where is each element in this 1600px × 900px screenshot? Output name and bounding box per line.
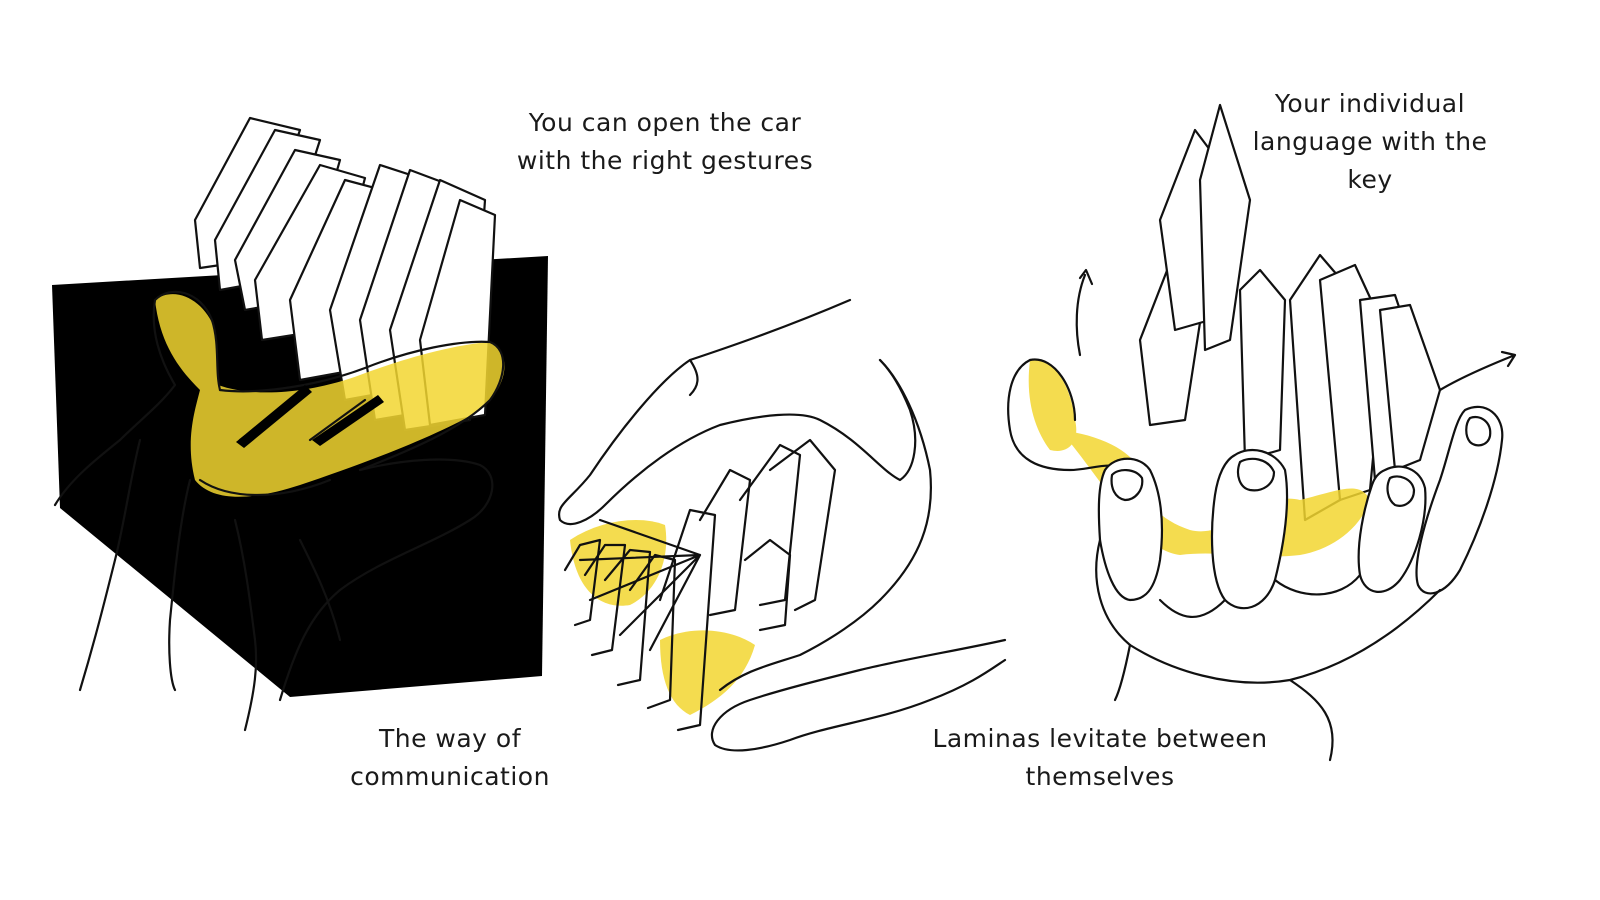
caption-laminas-levitate: Laminas levitate between themselves (920, 720, 1280, 796)
arrow-right-icon (1438, 350, 1517, 392)
caption-way-of-communication: The way of communication (330, 720, 570, 796)
middle-yellow-wash-bottom (660, 630, 755, 715)
caption-laminas-levitate-line-1: Laminas levitate between (932, 724, 1268, 753)
caption-individual-language-line-1: Your individual (1274, 89, 1466, 118)
caption-way-of-communication-line-1: The way of (378, 724, 522, 753)
caption-open-car-line-1: You can open the car (528, 108, 802, 137)
arrow-up-left-icon (1075, 268, 1094, 357)
left-hand-illustration (52, 116, 548, 732)
caption-way-of-communication-line-2: communication (350, 762, 550, 791)
right-hand-illustration (1007, 103, 1517, 762)
caption-individual-language-line-2: language with the (1252, 127, 1488, 156)
caption-individual-language: Your individual language with the key (1230, 85, 1510, 199)
middle-upper-hand (557, 298, 917, 526)
caption-open-car-line-2: with the right gestures (516, 146, 814, 175)
caption-individual-language-line-3: key (1347, 165, 1393, 194)
right-hand (1007, 358, 1504, 762)
right-laminas (1138, 103, 1442, 522)
middle-lower-hand (710, 638, 1007, 752)
caption-open-car: You can open the car with the right gest… (500, 104, 830, 180)
caption-laminas-levitate-line-2: themselves (1025, 762, 1175, 791)
middle-laminas (563, 438, 837, 732)
left-hand (53, 290, 505, 732)
middle-hands-illustration (557, 298, 1007, 752)
